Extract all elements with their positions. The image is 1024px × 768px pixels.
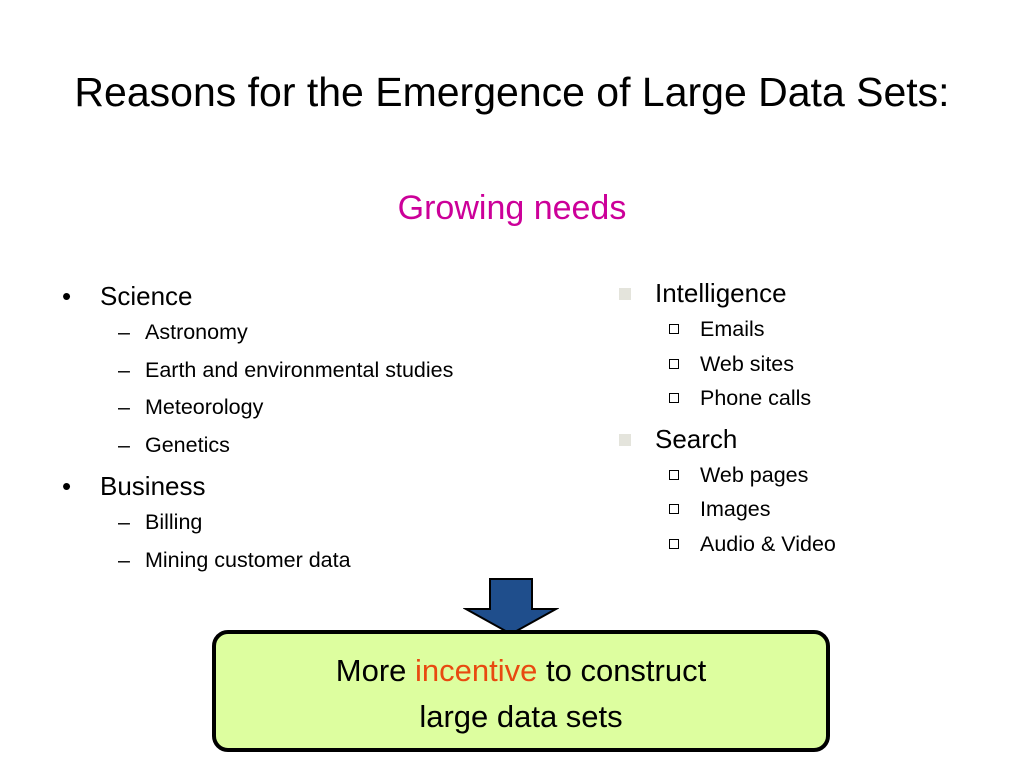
list-item-business: • Business bbox=[62, 468, 453, 504]
list-item-science: • Science bbox=[62, 278, 453, 314]
hollow-square-bullet-icon bbox=[669, 324, 679, 334]
dash-bullet-icon: – bbox=[118, 510, 130, 534]
dash-bullet-icon: – bbox=[118, 547, 130, 572]
sub-item-label: Emails bbox=[700, 317, 765, 341]
list-item-label: Science bbox=[100, 281, 193, 311]
hollow-square-bullet-icon bbox=[669, 469, 679, 480]
dash-bullet-icon: – bbox=[118, 320, 130, 344]
hollow-square-bullet-icon bbox=[669, 538, 679, 549]
callout-line-2: large data sets bbox=[419, 699, 623, 734]
list-item-label: Intelligence bbox=[655, 278, 787, 308]
callout-line-1: More incentive to construct bbox=[216, 648, 826, 694]
sub-item-label: Web pages bbox=[700, 462, 809, 487]
sub-item: Phone calls bbox=[618, 381, 836, 416]
down-arrow-icon bbox=[463, 578, 559, 636]
callout-text-after: to construct bbox=[537, 653, 707, 688]
sub-item: – Meteorology bbox=[62, 389, 453, 427]
square-bullet-icon bbox=[619, 433, 631, 446]
dash-bullet-icon: – bbox=[118, 357, 130, 382]
sub-item: – Astronomy bbox=[62, 314, 453, 352]
list-item-label: Business bbox=[100, 471, 206, 501]
square-bullet-icon bbox=[619, 288, 631, 300]
sub-item-label: Images bbox=[700, 497, 771, 521]
right-bullet-list: Intelligence Emails Web sites Phone call… bbox=[618, 274, 836, 561]
hollow-square-bullet-icon bbox=[669, 358, 679, 369]
hollow-square-bullet-icon bbox=[669, 504, 679, 514]
sub-item-label: Billing bbox=[145, 510, 203, 534]
sub-item-label: Astronomy bbox=[145, 320, 248, 344]
sub-item: Web sites bbox=[618, 347, 836, 382]
sub-item: – Mining customer data bbox=[62, 542, 453, 580]
callout-highlight: incentive bbox=[415, 653, 538, 688]
sub-item-label: Web sites bbox=[700, 351, 794, 376]
dash-bullet-icon: – bbox=[118, 395, 130, 419]
sub-item-label: Genetics bbox=[145, 432, 230, 457]
list-item-intelligence: Intelligence bbox=[618, 274, 836, 312]
sub-item: Images bbox=[618, 492, 836, 527]
dash-bullet-icon: – bbox=[118, 432, 130, 457]
hollow-square-bullet-icon bbox=[669, 393, 679, 403]
incentive-callout-box: More incentive to construct large data s… bbox=[212, 630, 830, 752]
down-arrow-shape bbox=[463, 578, 559, 636]
sub-item-label: Phone calls bbox=[700, 386, 812, 410]
sub-item: – Earth and environmental studies bbox=[62, 352, 453, 390]
sub-item: Audio & Video bbox=[618, 527, 836, 562]
left-bullet-list: • Science – Astronomy – Earth and enviro… bbox=[62, 278, 453, 579]
callout-text-before: More bbox=[335, 653, 416, 688]
list-item-search: Search bbox=[618, 420, 836, 458]
list-item-label: Search bbox=[655, 423, 738, 454]
sub-item: – Billing bbox=[62, 504, 453, 542]
bullet-dot-icon: • bbox=[62, 281, 72, 311]
sub-item: Emails bbox=[618, 312, 836, 347]
sub-item-label: Audio & Video bbox=[700, 531, 836, 556]
sub-item-label: Earth and environmental studies bbox=[145, 357, 454, 382]
sub-item-label: Mining customer data bbox=[145, 547, 351, 572]
slide-subtitle: Growing needs bbox=[397, 189, 627, 227]
sub-item: Web pages bbox=[618, 458, 836, 493]
sub-item: – Genetics bbox=[62, 427, 453, 465]
slide-title: Reasons for the Emergence of Large Data … bbox=[74, 69, 950, 115]
bullet-dot-icon: • bbox=[62, 471, 72, 501]
sub-item-label: Meteorology bbox=[145, 395, 264, 419]
